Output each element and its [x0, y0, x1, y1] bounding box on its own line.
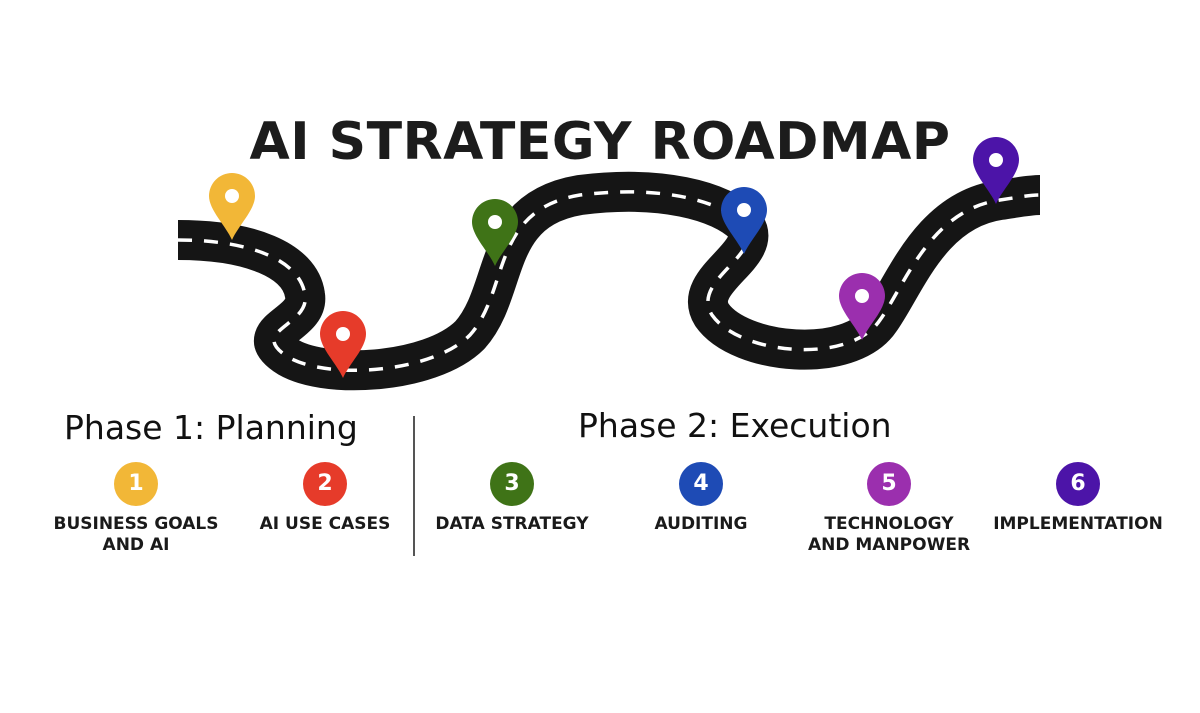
step-4-number-badge: 4 [679, 462, 723, 506]
step-1-number-badge: 1 [114, 462, 158, 506]
step-3-number-badge: 3 [490, 462, 534, 506]
road-surface [177, 171, 1041, 391]
map-pin-icon [839, 273, 885, 340]
step-5: 5 TECHNOLOGY AND MANPOWER [796, 462, 982, 556]
map-pin-icon [472, 199, 518, 266]
page-title: AI STRATEGY ROADMAP [249, 112, 951, 172]
step-1: 1 BUSINESS GOALS AND AI [40, 462, 232, 556]
step-6-label: IMPLEMENTATION [993, 514, 1163, 534]
map-pin-icon [721, 187, 767, 254]
phase-divider [413, 416, 415, 556]
phase-1-title: Phase 1: Planning [64, 408, 358, 447]
step-6-number-badge: 6 [1056, 462, 1100, 506]
phase-2-title: Phase 2: Execution [578, 406, 892, 445]
step-4: 4 AUDITING [620, 462, 782, 535]
step-2: 2 AI USE CASES [244, 462, 406, 535]
step-5-number-badge: 5 [867, 462, 911, 506]
step-5-label: TECHNOLOGY AND MANPOWER [807, 514, 971, 555]
step-2-label: AI USE CASES [259, 514, 391, 534]
map-pin-icon [209, 173, 255, 240]
step-3-label: DATA STRATEGY [435, 514, 589, 534]
step-2-number-badge: 2 [303, 462, 347, 506]
step-1-label: BUSINESS GOALS AND AI [53, 514, 219, 555]
road-lane-markings [177, 190, 1041, 373]
step-3: 3 DATA STRATEGY [420, 462, 604, 535]
step-6: 6 IMPLEMENTATION [986, 462, 1170, 535]
map-pin-icon [973, 137, 1019, 204]
step-4-label: AUDITING [654, 514, 748, 534]
map-pin-icon [320, 311, 366, 378]
